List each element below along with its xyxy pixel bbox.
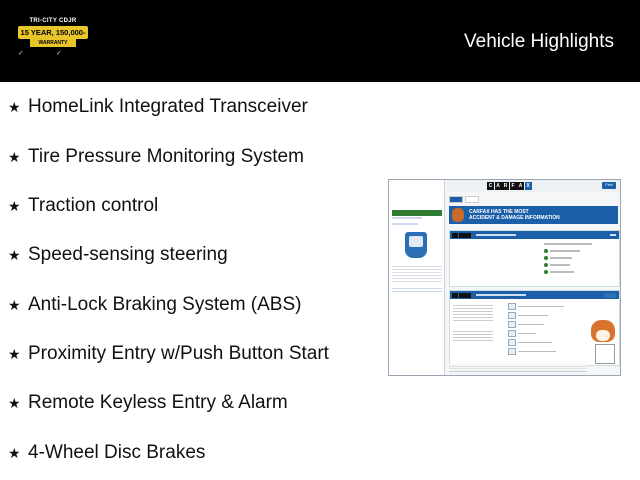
carfax-panel-title — [476, 293, 526, 296]
carfax-history-row — [508, 321, 544, 328]
carfax-fox-sign — [595, 344, 615, 364]
logo-warranty-sub: WARRANTY — [30, 39, 76, 47]
carfax-logo-letter: A — [494, 182, 502, 190]
feature-label: Speed-sensing steering — [28, 244, 228, 265]
carfax-mini-logo — [452, 232, 472, 238]
carfax-logo-letter: R — [502, 182, 509, 190]
carfax-disclaimer — [449, 364, 587, 372]
feature-label: Anti-Lock Braking System (ABS) — [28, 294, 302, 315]
feature-item: ★ 4-Wheel Disc Brakes — [8, 433, 205, 473]
feature-label: Remote Keyless Entry & Alarm — [28, 392, 288, 413]
carfax-history-row — [508, 303, 564, 310]
carfax-fox-mascot — [587, 320, 619, 368]
carfax-tabs — [449, 196, 481, 203]
carfax-print-button[interactable]: Print — [602, 182, 616, 189]
carfax-side-text — [392, 286, 442, 294]
star-icon: ★ — [8, 148, 21, 165]
star-icon: ★ — [8, 296, 21, 313]
carfax-history-row — [508, 312, 548, 319]
carfax-banner-line2: ACCIDENT & DAMAGE INFORMATION — [469, 215, 560, 221]
carfax-value-panel — [449, 230, 620, 287]
carfax-mini-logo — [452, 292, 472, 298]
check-icon: ✓ — [56, 50, 62, 57]
carfax-value-row — [544, 249, 580, 253]
carfax-main: C A R F A X Print CARFAX HAS THE MOST AC… — [447, 180, 620, 375]
feature-item: ★ Speed-sensing steering — [8, 235, 228, 275]
carfax-badge-icon — [405, 232, 427, 258]
carfax-history-row — [508, 339, 552, 346]
page-title: Vehicle Highlights — [464, 31, 614, 52]
carfax-logo-bar: C A R F A X Print — [447, 180, 620, 192]
feature-label: HomeLink Integrated Transceiver — [28, 96, 308, 117]
carfax-sidebar — [389, 180, 445, 375]
logo-warranty-main: 15 YEAR, 150,000-MILE — [18, 26, 88, 50]
carfax-logo-letter: X — [524, 182, 532, 190]
feature-item: ★ Anti-Lock Braking System (ABS) — [8, 285, 301, 325]
star-icon: ★ — [8, 197, 21, 214]
carfax-history-row — [508, 348, 556, 355]
carfax-logo-letter: A — [517, 182, 524, 190]
carfax-panel-link — [610, 233, 616, 236]
star-icon: ★ — [8, 246, 21, 263]
carfax-owner-info — [453, 329, 493, 343]
carfax-banner-line1: CARFAX HAS THE MOST — [469, 209, 529, 215]
star-icon: ★ — [8, 444, 21, 461]
feature-item: ★ Traction control — [8, 186, 158, 226]
carfax-value-row — [544, 270, 574, 274]
feature-label: Traction control — [28, 195, 159, 216]
carfax-panel-button[interactable] — [604, 292, 616, 298]
carfax-value-row — [544, 263, 570, 267]
logo-dealer-name: TRI-CITY CDJR — [29, 18, 77, 24]
carfax-panel-header — [450, 291, 619, 299]
carfax-banner: CARFAX HAS THE MOST ACCIDENT & DAMAGE IN… — [449, 206, 618, 224]
carfax-panel-header — [450, 231, 619, 239]
carfax-value-row — [544, 256, 572, 260]
carfax-logo-letter: C — [487, 182, 494, 190]
carfax-report-thumbnail[interactable]: C A R F A X Print CARFAX HAS THE MOST AC… — [388, 179, 621, 376]
feature-label: 4-Wheel Disc Brakes — [28, 442, 206, 463]
feature-item: ★ Proximity Entry w/Push Button Start — [8, 334, 329, 374]
feature-label: Proximity Entry w/Push Button Start — [28, 343, 329, 364]
star-icon: ★ — [8, 345, 21, 362]
carfax-side-text — [392, 264, 442, 282]
header-bar: TRI-CITY CDJR 15 YEAR, 150,000-MILE WARR… — [0, 0, 640, 82]
carfax-side-link — [392, 217, 422, 219]
carfax-fox-icon — [452, 208, 464, 222]
carfax-logo-letter: F — [509, 182, 517, 190]
carfax-value-heading — [544, 243, 592, 245]
dealer-warranty-logo[interactable]: TRI-CITY CDJR 15 YEAR, 150,000-MILE WARR… — [18, 18, 88, 57]
check-icon: ✓ — [18, 50, 24, 57]
feature-item: ★ HomeLink Integrated Transceiver — [8, 87, 308, 127]
feature-item: ★ Tire Pressure Monitoring System — [8, 137, 304, 177]
star-icon: ★ — [8, 394, 21, 411]
carfax-side-link-active — [392, 210, 442, 216]
star-icon: ★ — [8, 98, 21, 115]
carfax-vehicle-info — [453, 303, 493, 321]
carfax-tab-active[interactable] — [449, 196, 463, 203]
feature-item: ★ Remote Keyless Entry & Alarm — [8, 383, 288, 423]
carfax-history-row — [508, 330, 536, 337]
carfax-tab[interactable] — [465, 196, 479, 203]
feature-label: Tire Pressure Monitoring System — [28, 146, 304, 167]
carfax-logo: C A R F A X — [487, 182, 532, 190]
carfax-panel-title — [476, 233, 516, 236]
carfax-side-link — [392, 223, 418, 225]
